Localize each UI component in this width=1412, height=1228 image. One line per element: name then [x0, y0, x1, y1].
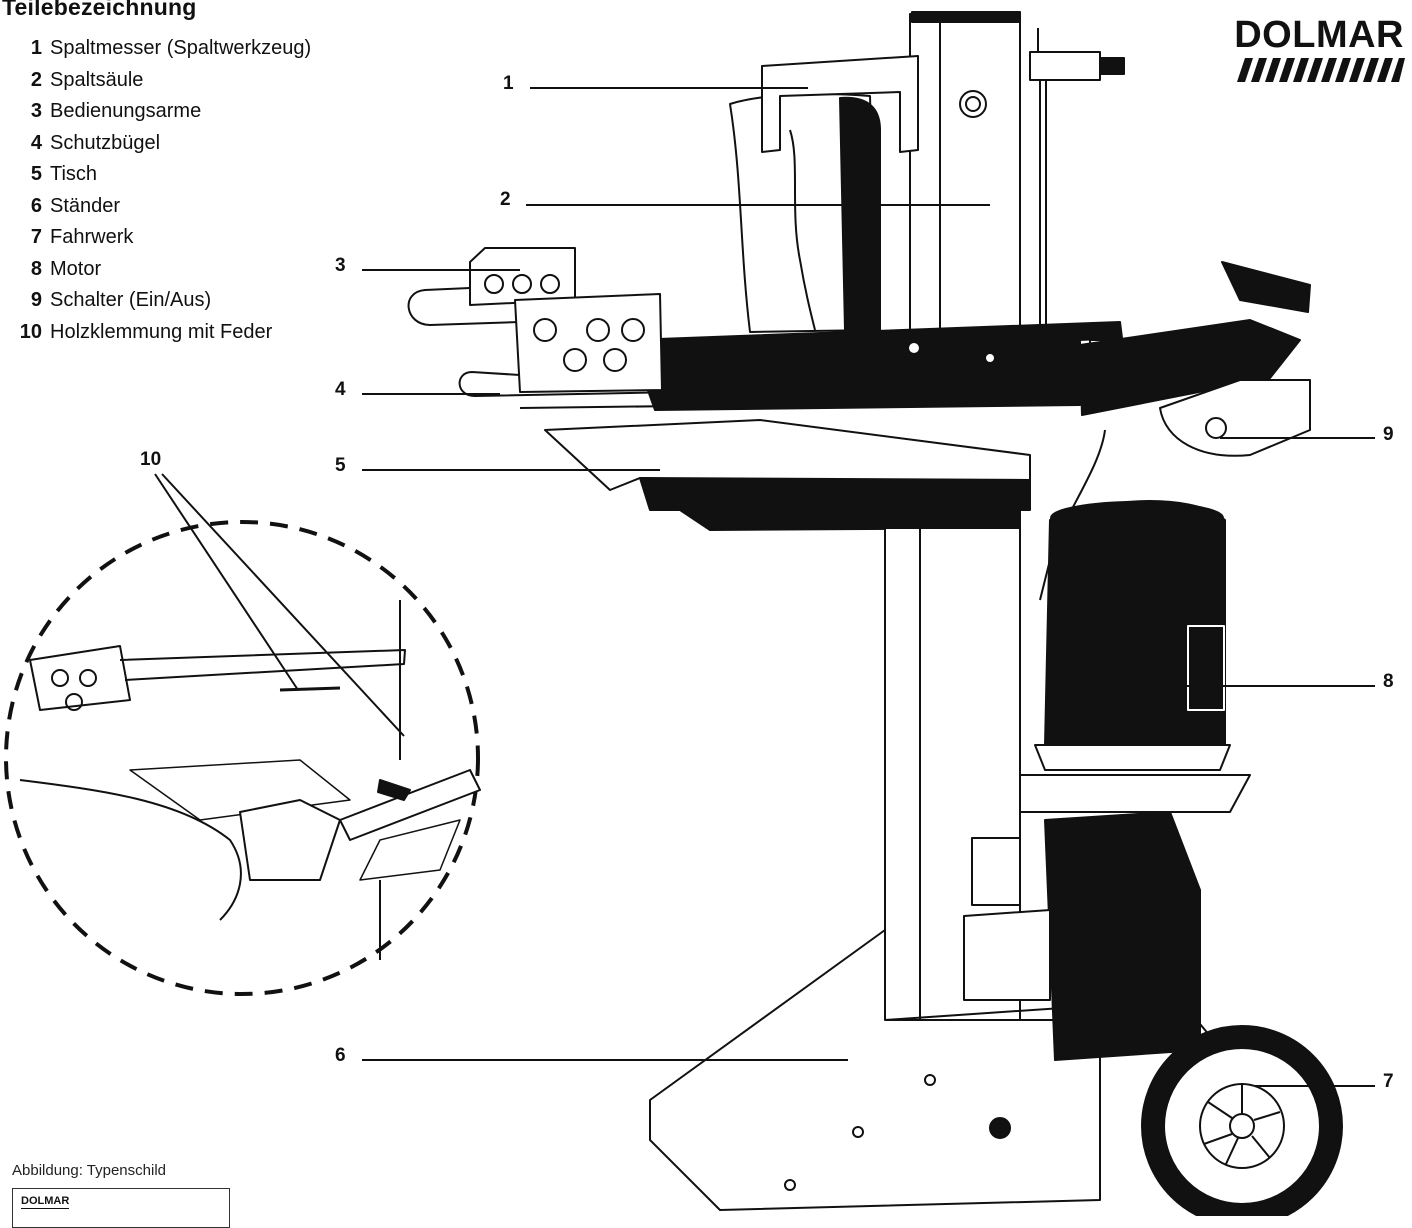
callout-2: 2	[500, 189, 511, 210]
part-label: Fahrwerk	[50, 226, 134, 248]
part-item: 8 Motor	[0, 255, 101, 283]
part-label: Tisch	[50, 163, 98, 185]
part-number: 8	[30, 258, 42, 280]
callout-3: 3	[335, 255, 346, 276]
part-number: 4	[30, 132, 42, 154]
part-item: 5 Tisch	[0, 160, 97, 188]
tank-housing	[963, 811, 1201, 1061]
part-item: 6 Ständer	[0, 192, 120, 220]
part-number: 9	[30, 289, 42, 311]
splitting-wedge	[761, 55, 919, 153]
part-item: 3 Bedienungsarme	[0, 97, 201, 125]
switch-bracket	[1079, 261, 1311, 457]
part-label: Spaltmesser (Spaltwerkzeug)	[50, 37, 312, 59]
part-label: Schalter (Ein/Aus)	[50, 289, 212, 311]
part-number: 6	[30, 195, 42, 217]
callout-10: 10	[140, 449, 162, 470]
part-number: 1	[30, 37, 42, 59]
parts-heading: Teilebezeichnung	[2, 0, 197, 20]
callout-5: 5	[335, 455, 346, 476]
callout-7: 7	[1383, 1071, 1394, 1092]
part-item: 2 Spaltsäule	[0, 66, 144, 94]
type-plate: DOLMAR	[12, 1188, 230, 1228]
part-label: Motor	[50, 258, 102, 280]
callout-9: 9	[1383, 424, 1394, 445]
callout-8: 8	[1383, 671, 1394, 692]
splitting-column	[909, 11, 1125, 331]
callout-4: 4	[335, 379, 346, 400]
brand-stripes-icon	[1237, 58, 1405, 82]
control-arms	[407, 247, 681, 409]
callout-1: 1	[503, 73, 514, 94]
part-label: Bedienungsarme	[50, 100, 202, 122]
detail-circle	[4, 520, 481, 996]
part-label: Schutzbügel	[50, 132, 161, 154]
part-label: Ständer	[50, 195, 121, 217]
part-label: Holzklemmung mit Feder	[50, 321, 273, 343]
table	[544, 419, 1031, 531]
wheel	[1141, 1025, 1343, 1216]
part-number: 7	[30, 226, 42, 248]
main-beam	[629, 321, 1123, 411]
type-plate-caption: Abbildung: Typenschild	[12, 1162, 166, 1179]
callout-6: 6	[335, 1045, 346, 1066]
part-item: 1 Spaltmesser (Spaltwerkzeug)	[0, 34, 311, 62]
brand-logo: DOLMAR	[1234, 14, 1404, 56]
part-item: 4 Schutzbügel	[0, 129, 160, 157]
part-number: 3	[30, 100, 42, 122]
part-number: 2	[30, 69, 42, 91]
leader-lines	[154, 87, 1375, 1087]
part-number: 10	[19, 321, 42, 343]
part-item: 10 Holzklemmung mit Feder	[0, 318, 273, 346]
log	[729, 93, 881, 333]
part-number: 5	[30, 163, 42, 185]
motor	[1019, 500, 1251, 813]
part-label: Spaltsäule	[50, 69, 144, 91]
part-item: 9 Schalter (Ein/Aus)	[0, 286, 211, 314]
part-item: 7 Fahrwerk	[0, 223, 133, 251]
type-plate-brand: DOLMAR	[21, 1195, 70, 1209]
